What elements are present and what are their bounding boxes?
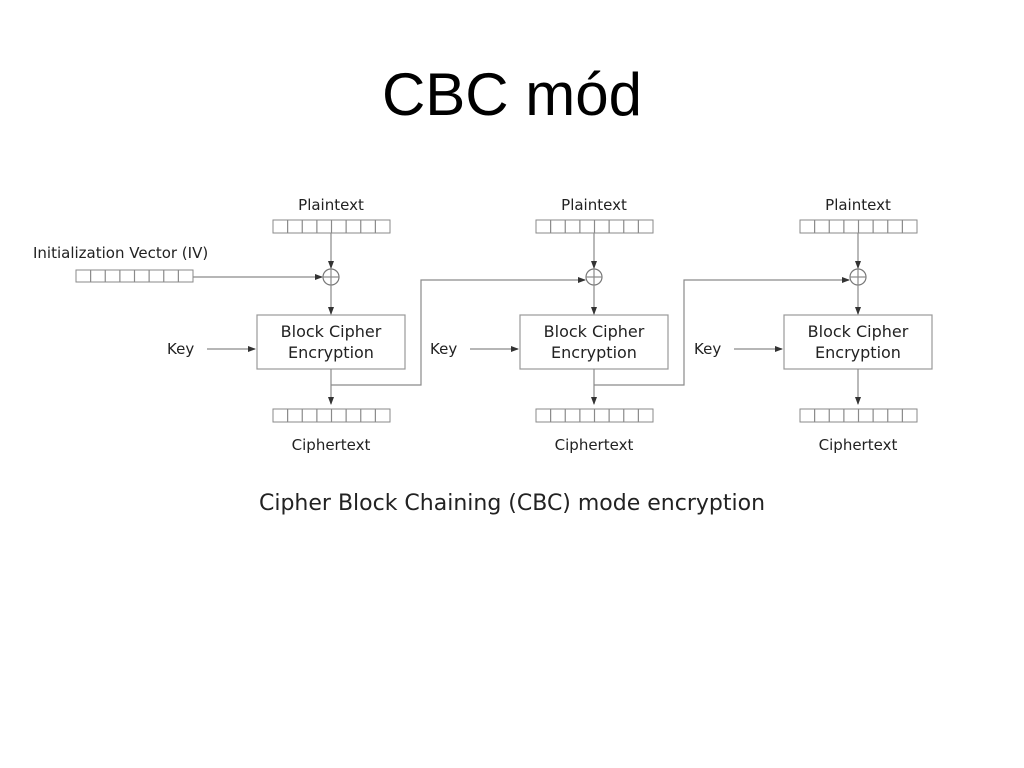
plaintext-label: Plaintext <box>298 196 364 214</box>
connector-lines <box>193 274 850 386</box>
key-label: Key <box>430 340 457 358</box>
plaintext-register <box>272 219 391 234</box>
block-cipher-label: Block Cipher <box>808 322 909 341</box>
encryption-label: Encryption <box>288 343 374 362</box>
ciphertext-label: Ciphertext <box>292 436 371 454</box>
ciphertext-register <box>272 408 391 423</box>
plaintext-label: Plaintext <box>825 196 891 214</box>
stage-2: Plaintext Block Cipher Encryption Key Ci… <box>430 196 669 454</box>
chain-arrow <box>594 277 850 386</box>
encryption-label: Encryption <box>551 343 637 362</box>
ciphertext-label: Ciphertext <box>555 436 634 454</box>
block-cipher-label: Block Cipher <box>281 322 382 341</box>
stage-3: Plaintext Block Cipher Encryption Key Ci… <box>694 196 933 454</box>
plaintext-register <box>535 219 654 234</box>
ciphertext-register <box>535 408 654 423</box>
stage-1: Plaintext Block Cipher Encryption Key Ci… <box>167 196 406 454</box>
xor-icon <box>585 268 603 286</box>
encryption-label: Encryption <box>815 343 901 362</box>
key-label: Key <box>694 340 721 358</box>
slide-title: CBC mód <box>381 61 643 128</box>
block-cipher-box <box>256 314 406 370</box>
xor-icon <box>849 268 867 286</box>
iv-label: Initialization Vector (IV) <box>33 244 208 262</box>
iv-register <box>75 269 194 283</box>
block-cipher-box <box>783 314 933 370</box>
ciphertext-register <box>799 408 918 423</box>
ciphertext-label: Ciphertext <box>819 436 898 454</box>
plaintext-register <box>799 219 918 234</box>
diagram-caption: Cipher Block Chaining (CBC) mode encrypt… <box>259 491 765 516</box>
key-label: Key <box>167 340 194 358</box>
block-cipher-label: Block Cipher <box>544 322 645 341</box>
xor-icon <box>322 268 340 286</box>
plaintext-label: Plaintext <box>561 196 627 214</box>
block-cipher-box <box>519 314 669 370</box>
chain-arrow <box>331 277 586 386</box>
